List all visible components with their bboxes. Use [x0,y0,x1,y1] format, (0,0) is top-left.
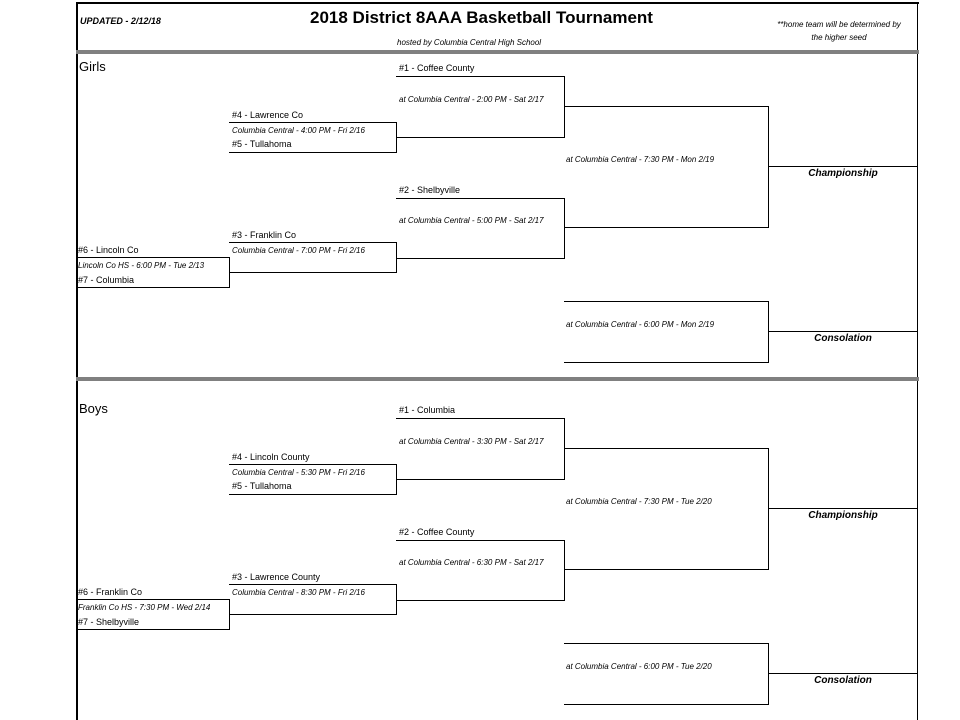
frame-left [76,2,78,720]
bracket-line [229,494,397,495]
bracket-line [564,106,769,107]
bracket-line [396,540,565,541]
game-info: at Columbia Central - 6:00 PM - Mon 2/19 [566,320,715,329]
bracket-line [768,166,918,167]
team-slot: #1 - Columbia [399,405,456,415]
game-info: Columbia Central - 4:00 PM - Fri 2/16 [232,126,365,135]
bracket-line [564,301,769,302]
bracket-line [564,704,769,705]
team-slot: #3 - Lawrence County [232,572,321,582]
bracket-line [76,629,230,630]
bracket-line [76,287,230,288]
bracket-line [396,137,565,138]
team-slot: #2 - Shelbyville [399,185,461,195]
bracket-line [396,76,565,77]
bracket-line [564,198,565,259]
bracket-line [564,76,565,138]
bracket-line [768,106,769,228]
bracket-line [768,643,769,705]
team-slot: #7 - Shelbyville [78,617,140,627]
bracket-line [564,448,769,449]
team-slot: #7 - Columbia [78,275,135,285]
home-team-note-2: the higher seed [811,33,867,42]
bracket-line [396,479,565,480]
game-info: at Columbia Central - 3:30 PM - Sat 2/17 [399,437,544,446]
bracket-line [768,448,769,570]
section-divider [76,377,919,381]
team-slot: #5 - Tullahoma [232,139,292,149]
section-divider [76,50,919,54]
frame-right [917,2,918,720]
home-team-note: **home team will be determined by [777,20,901,29]
frame-top [76,2,919,4]
bracket-line [229,242,397,243]
bracket-line [768,508,918,509]
bracket-line [229,464,397,465]
championship-label: Championship [808,168,878,179]
bracket-line [396,584,397,615]
bracket-line [564,227,769,228]
game-info: at Columbia Central - 5:00 PM - Sat 2/17 [399,216,544,225]
bracket-line [396,198,565,199]
page-subtitle: hosted by Columbia Central High School [397,38,542,47]
team-slot: #6 - Lincoln Co [78,245,139,255]
bracket-line [76,257,230,258]
bracket-line [396,600,565,601]
team-slot: #3 - Franklin Co [232,230,297,240]
page-title: 2018 District 8AAA Basketball Tournament [310,8,653,27]
game-info: at Columbia Central - 7:30 PM - Mon 2/19 [566,155,715,164]
game-info: at Columbia Central - 2:00 PM - Sat 2/17 [399,95,544,104]
bracket-line [396,418,565,419]
team-slot: #2 - Coffee County [399,527,475,537]
game-info: at Columbia Central - 6:30 PM - Sat 2/17 [399,558,544,567]
game-info: Columbia Central - 8:30 PM - Fri 2/16 [232,588,365,597]
bracket-line [564,569,769,570]
championship-label: Championship [808,510,878,521]
bracket-line [229,152,397,153]
bracket-line [564,540,565,601]
bracket-line [564,643,769,644]
consolation-label: Consolation [814,675,872,686]
team-slot: #6 - Franklin Co [78,587,143,597]
game-info: Columbia Central - 7:00 PM - Fri 2/16 [232,246,365,255]
team-slot: #4 - Lawrence Co [232,110,304,120]
bracket-line [396,258,565,259]
game-info: at Columbia Central - 7:30 PM - Tue 2/20 [566,497,712,506]
bracket-line [768,673,918,674]
updated-date: UPDATED - 2/12/18 [80,16,161,26]
game-info: Lincoln Co HS - 6:00 PM - Tue 2/13 [78,261,205,270]
bracket-line [229,614,397,615]
section-label: Girls [79,59,106,74]
bracket-line [229,584,397,585]
bracket-line [768,331,918,332]
bracket-line [396,242,397,273]
bracket-line [768,301,769,363]
consolation-label: Consolation [814,333,872,344]
bracket-line [564,362,769,363]
section-label: Boys [79,401,108,416]
bracket-line [564,418,565,480]
bracket-line [229,272,397,273]
team-slot: #5 - Tullahoma [232,481,292,491]
game-info: at Columbia Central - 6:00 PM - Tue 2/20 [566,662,712,671]
bracket-line [76,599,230,600]
game-info: Franklin Co HS - 7:30 PM - Wed 2/14 [78,603,211,612]
team-slot: #1 - Coffee County [399,63,475,73]
bracket-line [229,122,397,123]
game-info: Columbia Central - 5:30 PM - Fri 2/16 [232,468,365,477]
team-slot: #4 - Lincoln County [232,452,310,462]
